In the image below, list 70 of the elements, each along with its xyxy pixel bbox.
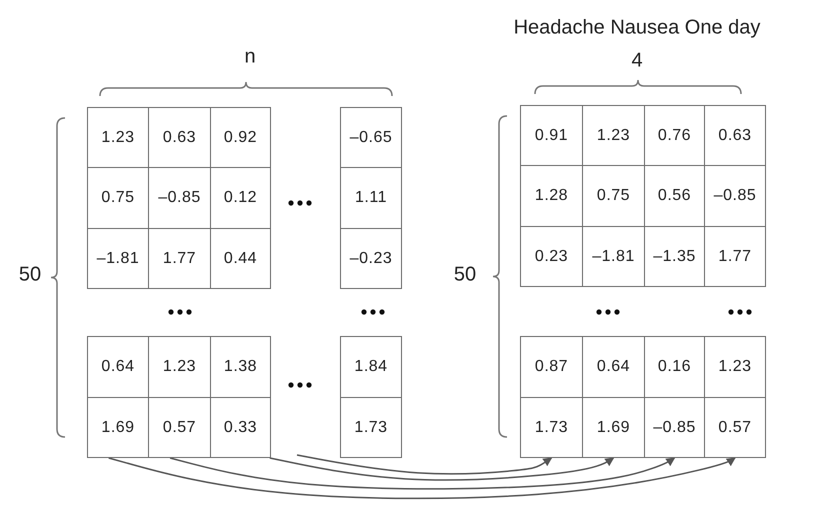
cell-value: 1.73: [354, 418, 388, 436]
arrow: [108, 457, 736, 500]
cell-value: 0.75: [101, 189, 135, 207]
table-cell: [210, 336, 271, 398]
table-cell: [87, 336, 149, 398]
table-cell: [704, 336, 766, 398]
dimension-label: 4: [631, 50, 643, 72]
cell-value: 0.56: [658, 187, 692, 205]
table-cell: [87, 228, 149, 289]
cell-value: 0.87: [534, 358, 568, 376]
table-cell: [340, 336, 402, 398]
table-cell: [87, 397, 149, 458]
table-cell: [520, 226, 583, 287]
cell-value: –1.35: [653, 248, 696, 266]
table-cell: [704, 397, 766, 458]
table-cell: [520, 336, 583, 398]
table-cell: [210, 397, 271, 458]
dimension-label: 50: [454, 264, 476, 286]
cell-value: 0.64: [596, 358, 630, 376]
table-cell: [704, 226, 766, 287]
cell-value: 1.23: [718, 358, 752, 376]
cell-value: 0.91: [534, 126, 568, 144]
table-cell: [87, 107, 149, 168]
table-cell: [520, 397, 583, 458]
cell-value: 0.63: [162, 128, 196, 146]
cell-value: 0.23: [534, 248, 568, 266]
table-cell: [210, 228, 271, 289]
cell-value: 0.92: [224, 128, 258, 146]
cell-value: 0.76: [658, 126, 692, 144]
cell-value: 0.63: [718, 126, 752, 144]
cell-value: 1.23: [162, 358, 196, 376]
table-cell: [340, 228, 402, 289]
cell-value: –0.65: [350, 128, 392, 146]
table-cell: [704, 105, 766, 166]
table-cell: [520, 105, 583, 166]
arrow: [170, 457, 676, 490]
cell-value: 0.33: [224, 418, 258, 436]
dimension-label: n: [244, 46, 256, 68]
cell-value: –0.85: [714, 187, 756, 205]
table-cell: [340, 397, 402, 458]
cell-value: –1.81: [592, 248, 635, 266]
cell-value: 1.23: [596, 126, 630, 144]
cell-value: 0.75: [596, 187, 630, 205]
cell-value: 0.57: [162, 418, 196, 436]
cell-value: 1.84: [354, 358, 388, 376]
cell-value: 0.57: [718, 418, 752, 436]
cell-value: 1.77: [718, 248, 752, 266]
table-cell: [340, 107, 402, 168]
cell-value: –1.81: [96, 250, 140, 268]
cell-value: 1.11: [355, 189, 387, 207]
dimension-label: 50: [18, 264, 42, 286]
cell-value: –0.23: [350, 250, 392, 268]
arrow: [270, 457, 614, 481]
cell-value: 0.44: [224, 250, 258, 268]
cell-value: 1.23: [101, 128, 135, 146]
cell-value: 0.12: [224, 189, 258, 207]
cell-value: 1.28: [534, 187, 568, 205]
cell-value: –0.85: [158, 189, 201, 207]
arrow: [296, 454, 552, 475]
cell-value: 1.38: [224, 358, 258, 376]
cell-value: 0.16: [658, 358, 692, 376]
column-names: Headache Nausea One day: [514, 16, 760, 40]
cell-value: 1.73: [534, 418, 568, 436]
table-cell: [340, 167, 402, 229]
cell-value: –0.85: [653, 418, 696, 436]
cell-value: 1.69: [101, 418, 135, 436]
cell-value: 0.64: [101, 358, 135, 376]
cell-value: 1.69: [596, 418, 630, 436]
cell-value: 1.77: [162, 250, 196, 268]
table-cell: [210, 107, 271, 168]
